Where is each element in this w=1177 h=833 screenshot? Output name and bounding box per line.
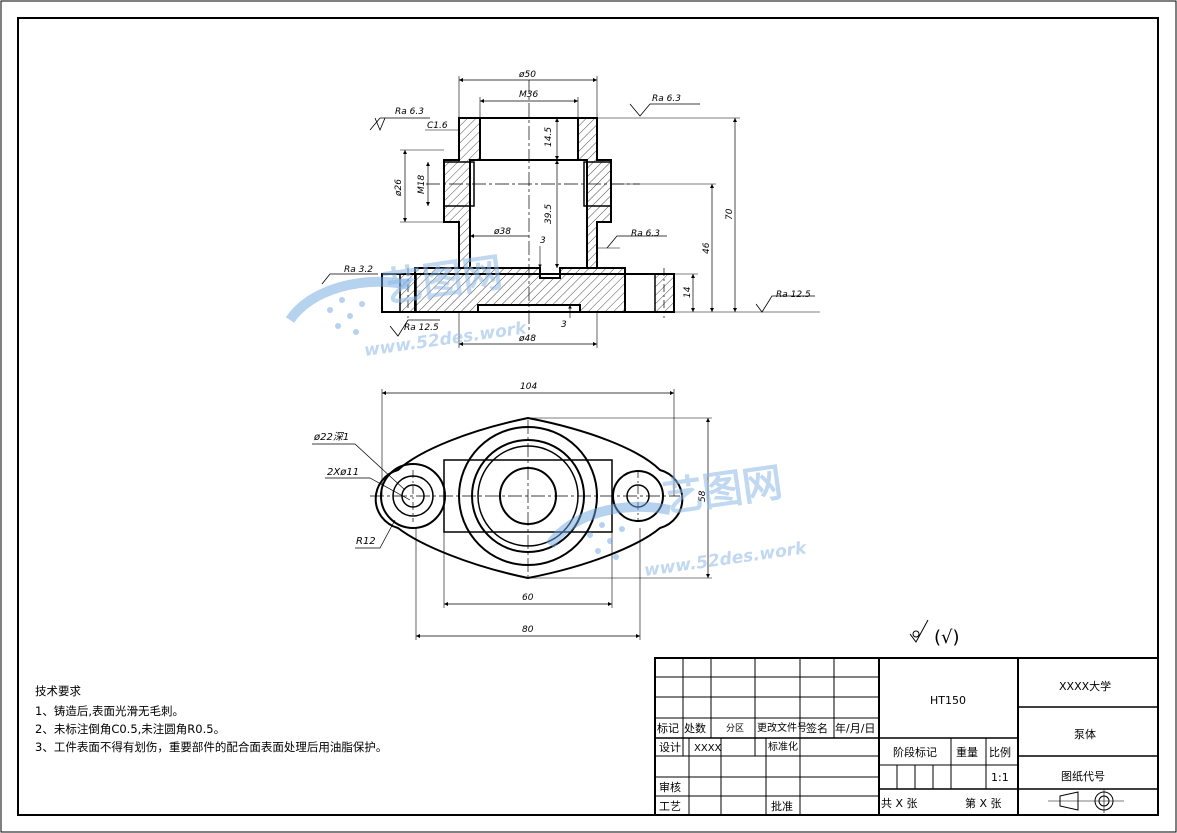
- dim-c16: C1.6: [427, 121, 448, 131]
- tb-drawing-code: 图纸代号: [1061, 770, 1105, 783]
- tb-review: 审核: [659, 780, 681, 794]
- roughness-symbol-icon: [909, 619, 929, 643]
- inner-border: [17, 17, 1159, 816]
- tech-req-item-2: 2、未标注倒角C0.5,未注圆角R0.5。: [35, 722, 225, 736]
- title-block-texts: 标记 处数 分区 更改文件号 签名 年/月/日 设计 XXXX 标准化 审核 工…: [657, 679, 1111, 813]
- roughness-ra32: Ra 3.2: [344, 265, 373, 275]
- section-view: [321, 76, 820, 348]
- tb-scale: 比例: [989, 745, 1011, 759]
- tb-date: 年/月/日: [835, 721, 875, 735]
- dim-r12: R12: [356, 536, 376, 547]
- dim-70: 70: [725, 208, 735, 220]
- dim-d50: ø50: [518, 70, 536, 80]
- dim-hole-depth: ø22深1: [313, 431, 349, 443]
- tb-sign: 签名: [806, 721, 828, 735]
- projection-symbol-icon: [1048, 789, 1124, 813]
- tb-process: 工艺: [659, 800, 681, 813]
- dim-d38: ø38: [493, 227, 511, 237]
- tb-weight: 重量: [956, 745, 978, 759]
- general-roughness: (√): [909, 619, 960, 648]
- tech-req-title: 技术要求: [35, 684, 81, 698]
- dim-39-5: 39.5: [544, 204, 554, 224]
- watermark-logo-icon: [545, 502, 671, 560]
- dim-holes: 2Xø11: [327, 467, 359, 478]
- dim-3-bottom: 3: [561, 320, 567, 330]
- tb-scale-value: 1:1: [991, 771, 1009, 784]
- watermark-logo-icon: [285, 277, 411, 335]
- tech-req-item-1: 1、铸造后,表面光滑无毛刺。: [35, 704, 184, 718]
- dim-60: 60: [522, 593, 534, 603]
- dim-80: 80: [522, 625, 534, 635]
- tb-stage-mark: 阶段标记: [893, 745, 937, 759]
- tb-design: 设计: [659, 741, 681, 754]
- tb-designer: XXXX: [694, 743, 722, 754]
- tb-zone: 分区: [726, 723, 744, 734]
- roughness-ra63-right: Ra 6.3: [652, 94, 681, 104]
- tech-req-item-3: 3、工件表面不得有划伤，重要部件的配合面表面处理后用油脂保护。: [35, 740, 387, 754]
- dim-3-top: 3: [540, 236, 546, 246]
- tb-mark: 标记: [657, 721, 679, 735]
- dim-14: 14: [683, 286, 693, 298]
- roughness-ra125-right: Ra 12.5: [776, 290, 811, 300]
- roughness-ra63-left: Ra 6.3: [395, 107, 424, 117]
- roughness-ra125-left: Ra 12.5: [404, 323, 439, 333]
- tb-standardize: 标准化: [768, 740, 798, 753]
- tb-sheet-no: 第 X 张: [965, 796, 1002, 810]
- dim-d26: ø26: [394, 179, 404, 197]
- tb-school: XXXX大学: [1059, 679, 1111, 693]
- dim-14-5: 14.5: [544, 127, 554, 147]
- dim-58: 58: [698, 490, 708, 502]
- tb-total-sheets: 共 X 张: [881, 797, 918, 810]
- dim-46: 46: [702, 242, 712, 254]
- tb-change-doc: 更改文件号: [757, 721, 807, 734]
- title-block: [654, 657, 1159, 816]
- dim-m36: M36: [519, 90, 538, 100]
- tb-count: 处数: [684, 722, 706, 735]
- tb-material: HT150: [930, 694, 966, 707]
- plan-view-dimension-texts: 104 ø22深1 2Xø11 R12 58 60 80: [313, 382, 708, 635]
- technical-requirements: 技术要求 1、铸造后,表面光滑无毛刺。 2、未标注倒角C0.5,未注圆角R0.5…: [35, 684, 387, 754]
- dim-m18: M18: [417, 175, 427, 194]
- roughness-note: (√): [934, 627, 960, 648]
- roughness-ra63-mid: Ra 6.3: [631, 229, 660, 239]
- tb-part-name: 泵体: [1074, 727, 1096, 741]
- dim-104: 104: [520, 382, 537, 392]
- dim-d48: ø48: [518, 334, 536, 344]
- tb-approve: 批准: [771, 799, 793, 813]
- section-view-dimension-texts: ø50 M36 Ra 6.3 C1.6 Ra 6.3 14.5 ø26 M18 …: [344, 70, 811, 344]
